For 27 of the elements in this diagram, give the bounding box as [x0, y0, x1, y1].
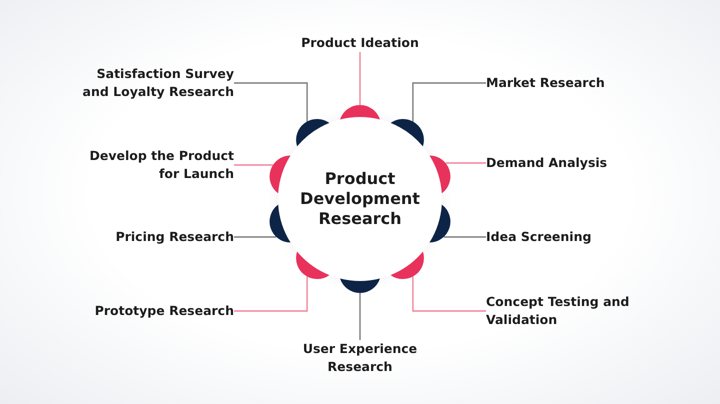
leader-line: [412, 276, 486, 312]
arc-segment: [340, 105, 380, 120]
arc-segment: [429, 155, 450, 194]
topic-label: Product Ideation: [300, 34, 420, 52]
topic-label: Market Research: [486, 74, 606, 92]
leader-line: [234, 164, 273, 166]
topic-label: Concept Testing and Validation: [486, 293, 631, 329]
topic-label: Develop the Product for Launch: [88, 147, 234, 183]
leader-line: [446, 162, 486, 164]
leader-line: [359, 293, 361, 340]
topic-label: Pricing Research: [114, 228, 234, 246]
leader-line: [444, 236, 486, 238]
topic-label: Idea Screening: [486, 228, 593, 246]
leader-line: [234, 276, 308, 312]
arc-segment: [429, 204, 450, 243]
arc-segment: [270, 155, 291, 194]
leader-line: [412, 82, 486, 122]
arc-segment: [270, 204, 291, 243]
topic-label: User Experience Research: [302, 340, 418, 376]
topic-label: Prototype Research: [93, 302, 234, 320]
hub-circle: Product Development Research: [278, 117, 442, 281]
leader-line: [234, 236, 276, 238]
topic-label: Demand Analysis: [486, 154, 609, 172]
leader-line: [359, 52, 361, 105]
topic-label: Satisfaction Survey and Loyalty Research: [81, 65, 234, 101]
leader-line: [234, 82, 308, 122]
arc-segment: [340, 278, 380, 293]
